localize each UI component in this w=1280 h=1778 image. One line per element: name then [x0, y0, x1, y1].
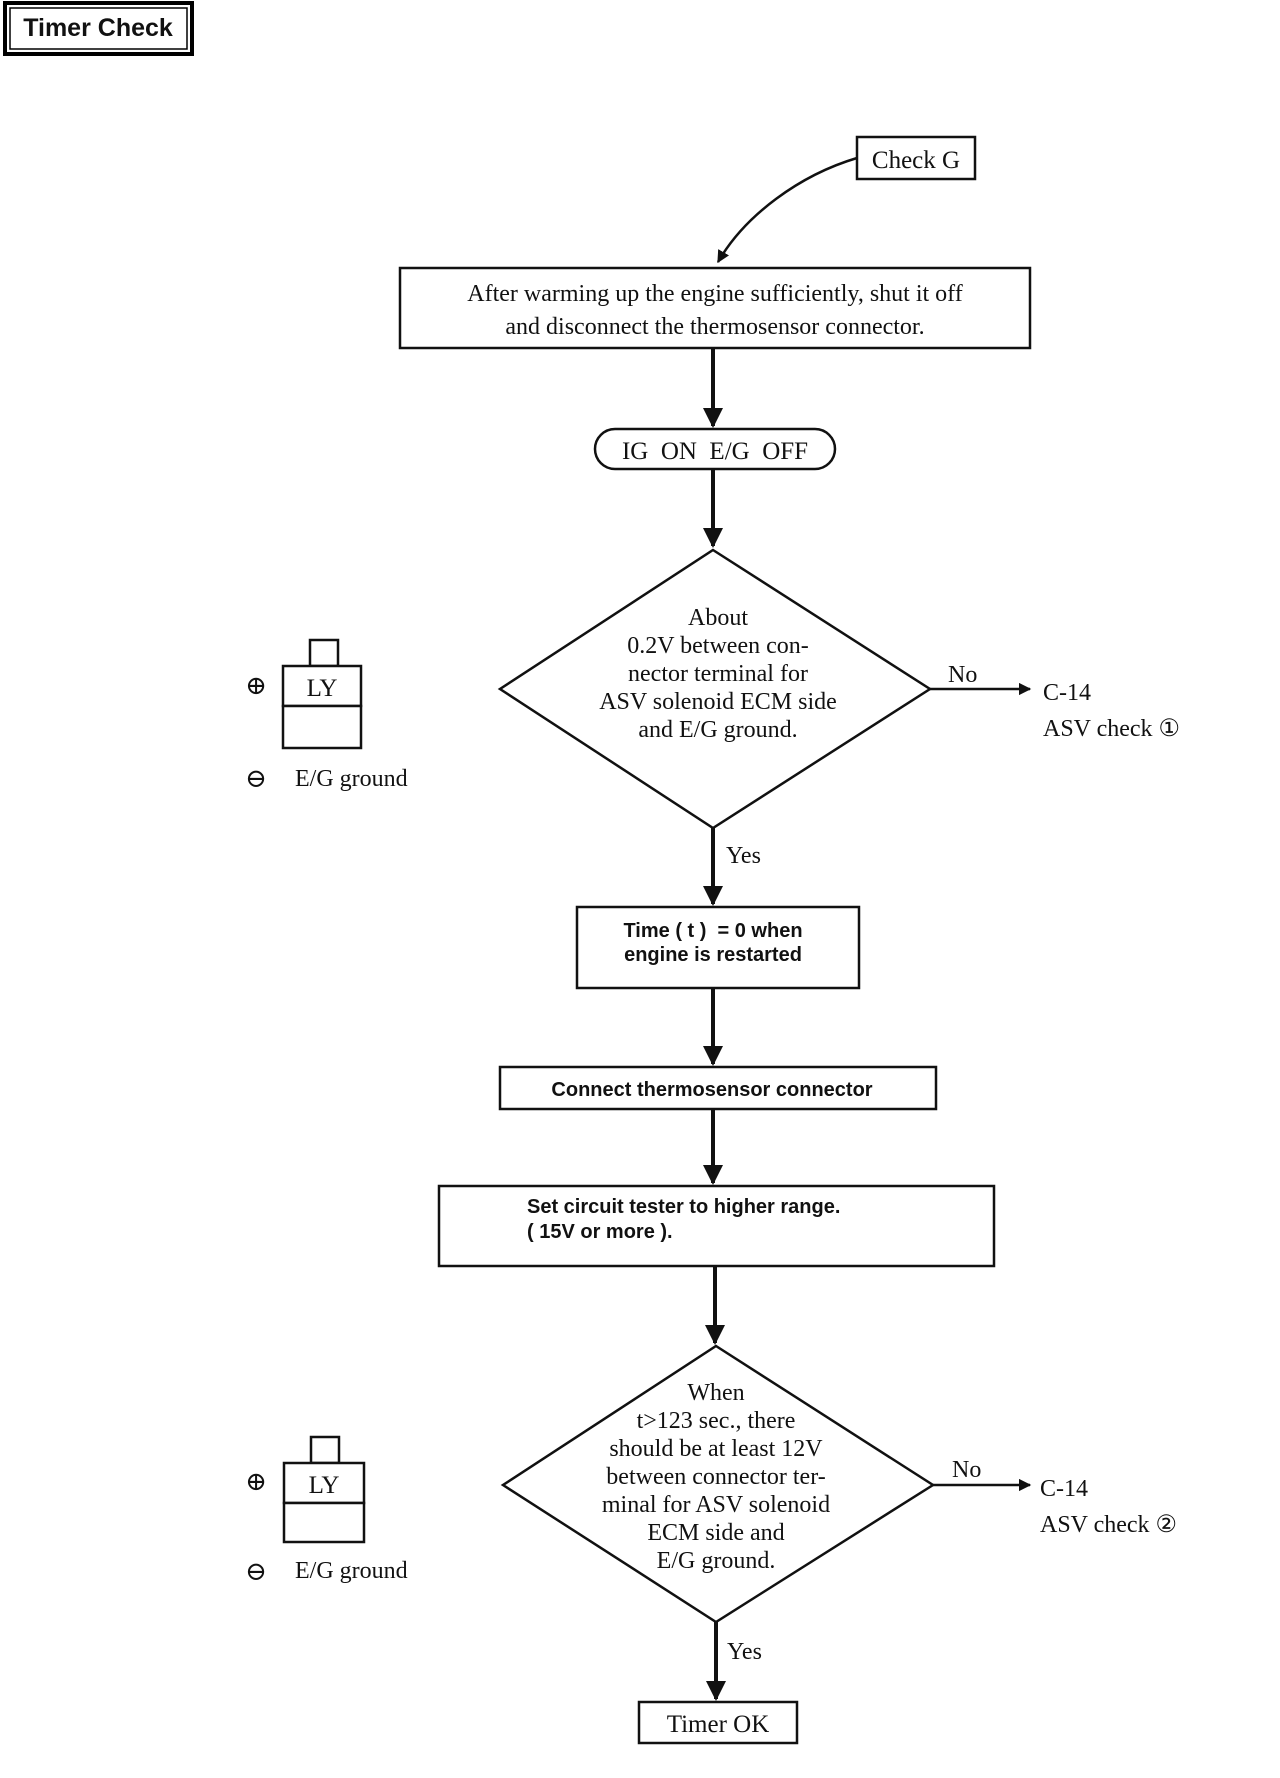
decision1-no-label: No — [948, 662, 977, 688]
step4-line1: Set circuit tester to higher range. — [527, 1196, 840, 1218]
decision1-line3: nector terminal for — [628, 661, 808, 687]
step1-line2: and disconnect the thermosensor connecto… — [505, 314, 924, 340]
step4-box: Set circuit tester to higher range. ( 15… — [437, 1184, 996, 1268]
step1-line1: After warming up the engine sufficiently… — [467, 281, 962, 307]
step2-box: Time ( t ) = 0 when engine is restarted — [575, 905, 861, 990]
step2-line2: engine is restarted — [624, 944, 802, 966]
decision1-diamond: About 0.2V between con- nector terminal … — [497, 548, 933, 830]
decision1-line2: 0.2V between con- — [627, 633, 809, 659]
decision2-no-label: No — [952, 1457, 981, 1483]
connector2-ground-label: E/G ground — [295, 1558, 408, 1584]
connector1-minus-icon: ⊖ — [245, 764, 267, 793]
decision1-line1: About — [688, 605, 748, 631]
connector2-plus-icon: ⊕ — [245, 1467, 267, 1496]
step4-line2: ( 15V or more ). — [527, 1221, 673, 1243]
decision2-no-target-code: C-14 — [1040, 1476, 1088, 1502]
connector1-ground-label: E/G ground — [295, 766, 408, 792]
connector1-diagram: ⊕ LY ⊖ E/G ground — [245, 638, 408, 793]
connector2-diagram: ⊕ LY ⊖ E/G ground — [245, 1435, 408, 1586]
connector1-terminal-label: LY — [307, 675, 338, 702]
step3-box: Connect thermosensor connector — [498, 1065, 938, 1111]
decision2-line6: ECM side and — [647, 1520, 784, 1546]
step1-box: After warming up the engine sufficiently… — [398, 266, 1032, 350]
page-title-text: Timer Check — [23, 14, 173, 42]
decision1-no-target-name: ASV check ① — [1043, 716, 1180, 742]
decision2-diamond: When t>123 sec., there should be at leas… — [500, 1344, 936, 1624]
decision2-line2: t>123 sec., there — [637, 1408, 796, 1434]
step3-label: Connect thermosensor connector — [551, 1079, 872, 1101]
decision1-no-target-code: C-14 — [1043, 680, 1091, 706]
start-label: Check G — [872, 147, 960, 174]
start-terminal: Check G — [855, 135, 977, 181]
decision1-line5: and E/G ground. — [638, 717, 797, 743]
decision2-line5: minal for ASV solenoid — [602, 1492, 830, 1518]
decision2-line7: E/G ground. — [657, 1548, 776, 1574]
page-title: Timer Check — [3, 1, 194, 56]
end-label: Timer OK — [667, 1711, 770, 1738]
step2-line1: Time ( t ) = 0 when — [623, 920, 802, 942]
connector1-plus-icon: ⊕ — [245, 671, 267, 700]
decision2-yes-label: Yes — [727, 1639, 762, 1665]
decision2-line4: between connector ter- — [606, 1464, 825, 1490]
ignition-state-label: IG ON E/G OFF — [622, 438, 808, 465]
decision2-no-target-name: ASV check ② — [1040, 1512, 1177, 1538]
decision2-line1: When — [687, 1380, 744, 1406]
connector2-terminal-label: LY — [309, 1472, 340, 1499]
decision1-yes-label: Yes — [726, 843, 761, 869]
end-terminal: Timer OK — [637, 1700, 799, 1745]
decision1-line4: ASV solenoid ECM side — [599, 689, 837, 715]
connector2-minus-icon: ⊖ — [245, 1557, 267, 1586]
decision2-line3: should be at least 12V — [609, 1436, 823, 1462]
ignition-state-pill: IG ON E/G OFF — [593, 427, 837, 471]
connector-start-to-step1 — [716, 156, 858, 264]
